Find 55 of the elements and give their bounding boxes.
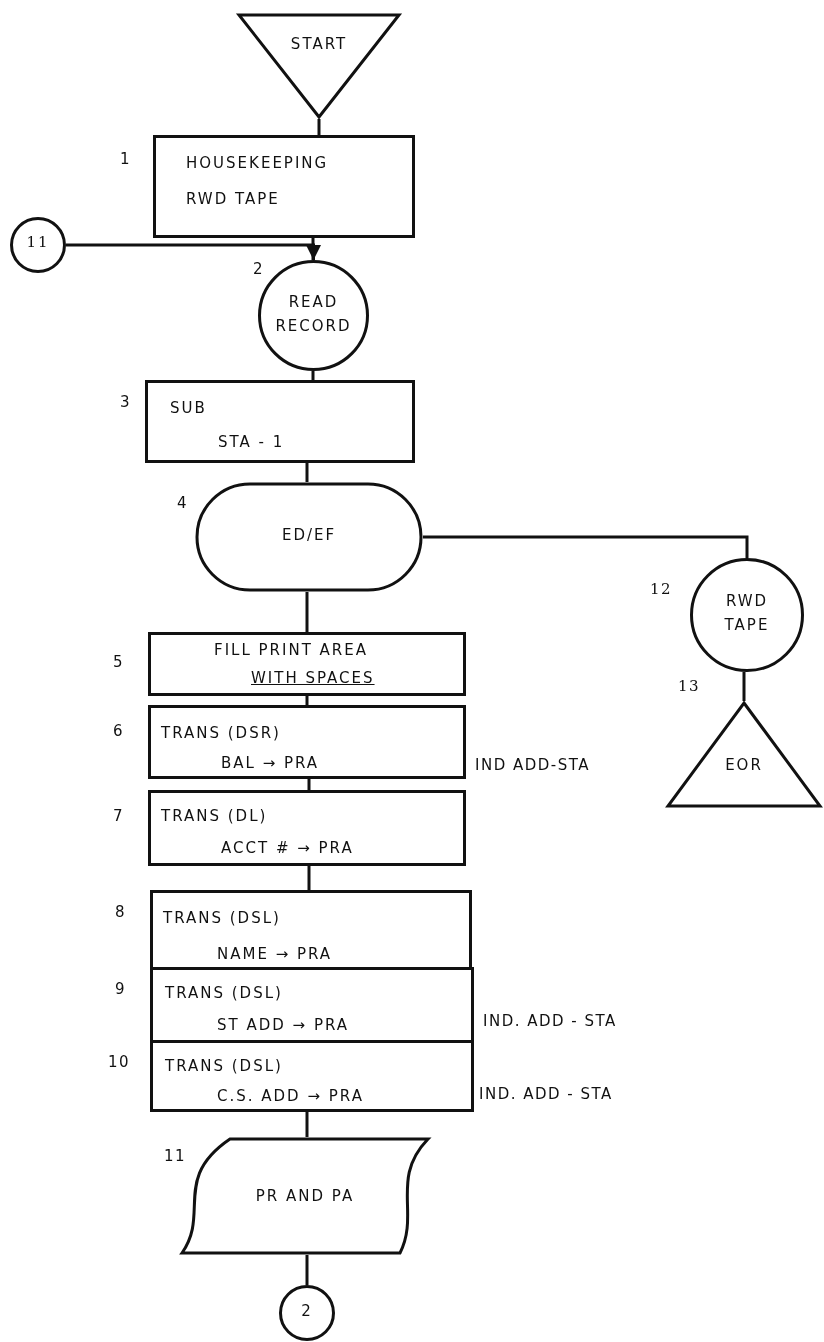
connector-line	[423, 535, 749, 558]
node-text: FILL PRINT AREA	[214, 641, 368, 659]
step-number: 10	[108, 1053, 131, 1071]
step-number: 11	[164, 1147, 187, 1165]
step-number: 12	[650, 580, 673, 598]
node-text: TRANS (DSR)	[161, 724, 281, 742]
node-text: TRANS (DSL)	[165, 1057, 283, 1075]
node-text: 2	[300, 1302, 314, 1320]
connector-circle	[10, 217, 66, 273]
node-text: EOR	[724, 756, 764, 774]
node-text: TRANS (DSL)	[163, 909, 281, 927]
node-text: ST ADD → PRA	[217, 1016, 350, 1034]
node-text: TRANS (DL)	[161, 807, 268, 825]
node-text: RWD TAPE	[723, 591, 771, 636]
connector-line	[317, 119, 321, 135]
connector-line	[742, 672, 746, 701]
node-text: WITH SPACES	[251, 669, 375, 687]
step-number: 2	[253, 260, 265, 278]
step-number: 1	[120, 150, 132, 168]
connector-line	[305, 696, 309, 705]
connector-line	[305, 463, 309, 482]
node-text: BAL → PRA	[221, 754, 320, 772]
step-number: 13	[678, 677, 701, 695]
connector-circle	[279, 1285, 335, 1341]
step-number: 4	[177, 494, 189, 512]
node-text: STA - 1	[218, 433, 285, 451]
side-note: IND. ADD - STA	[479, 1085, 613, 1103]
step-number: 8	[115, 903, 127, 921]
step-number: 9	[115, 980, 127, 998]
side-note: IND ADD-STA	[475, 756, 591, 774]
connector-line	[305, 1112, 309, 1137]
node-text: START	[289, 35, 349, 53]
node-text: TRANS (DSL)	[165, 984, 283, 1002]
node-text: ACCT # → PRA	[221, 839, 354, 857]
connector-line	[305, 592, 309, 632]
node-text: 11	[25, 233, 51, 251]
start-triangle	[237, 13, 401, 119]
connector-line	[305, 1255, 309, 1285]
node-text: RWD TAPE	[186, 190, 280, 208]
side-note: IND. ADD - STA	[483, 1012, 617, 1030]
connector-line	[307, 779, 311, 790]
node-text: C.S. ADD → PRA	[217, 1087, 364, 1105]
node-text: PR AND PA	[254, 1187, 356, 1205]
step-number: 3	[120, 393, 132, 411]
connector-line	[307, 866, 311, 890]
step-number: 6	[113, 722, 125, 740]
node-text: ED/EF	[280, 526, 338, 544]
connector-line	[311, 371, 315, 380]
step-number: 7	[113, 807, 125, 825]
step-number: 5	[113, 653, 125, 671]
node-text: READ RECORD	[274, 292, 353, 337]
node-text: HOUSEKEEPING	[186, 154, 329, 172]
node-text: SUB	[170, 399, 207, 417]
node-text: NAME → PRA	[217, 945, 333, 963]
flow-arrow	[66, 243, 321, 260]
